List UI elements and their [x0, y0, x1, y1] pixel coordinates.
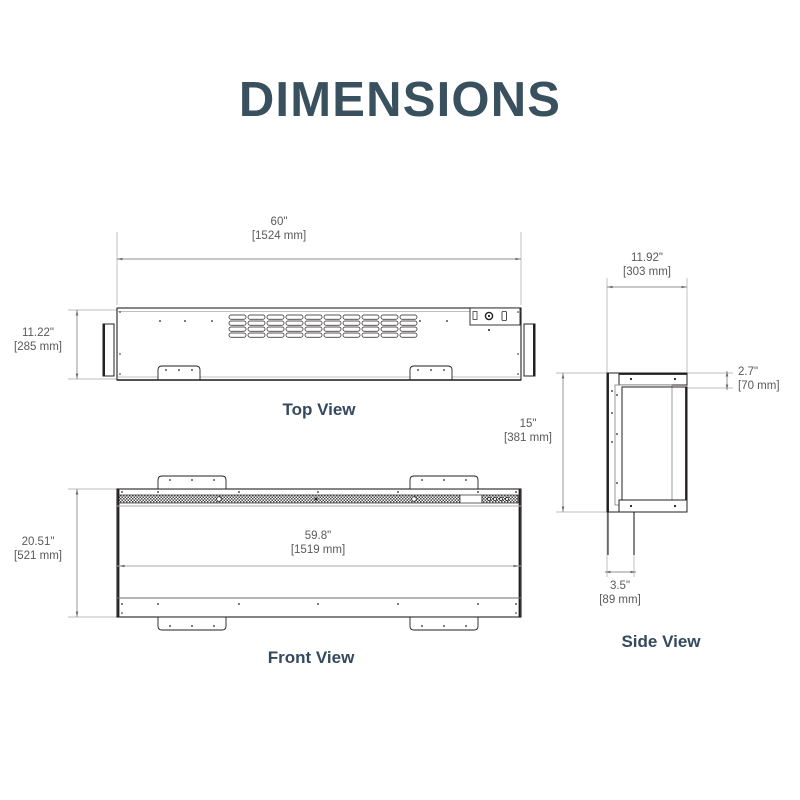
indicator-light-icon: [487, 497, 491, 501]
top-depth-inches: 11.22": [21, 327, 54, 339]
side-view-depth-dimension: [605, 512, 636, 577]
front-view-width-label: 59.8" [1519 mm]: [291, 530, 345, 557]
side-view-inner-outline: [614, 384, 673, 506]
view-label-front: Front View: [267, 648, 355, 667]
front-view-body-outline: [116, 488, 522, 618]
front-view-group: [68, 475, 522, 631]
side-depth-mm: [89 mm]: [599, 593, 641, 606]
front-view-bottom-brackets: [157, 616, 479, 631]
top-view-control-panel: [469, 307, 521, 331]
top-view-screw-dots: [119, 311, 519, 375]
side-view-lip-label: 2.7" [70 mm]: [738, 366, 780, 393]
front-view-ember-strip: [118, 494, 519, 504]
front-view-height-dimension: [68, 488, 124, 618]
front-height-mm: [521 mm]: [14, 549, 62, 562]
side-height-mm: [381 mm]: [504, 431, 552, 444]
top-view-depth-label: 11.22" [285 mm]: [14, 327, 62, 354]
front-view-top-brackets: [157, 475, 479, 490]
view-label-top: Top View: [282, 400, 356, 419]
indicator-light-icon: [499, 497, 503, 501]
side-view-screw-dots: [611, 390, 618, 484]
side-view-group: [556, 278, 733, 577]
top-width-mm: [1524 mm]: [251, 229, 307, 242]
front-height-inches: 20.51": [21, 536, 55, 548]
side-view-height-dimension: [556, 372, 612, 513]
side-view-width-label: 11.92" [303 mm]: [623, 252, 671, 279]
front-width-mm: [1519 mm]: [290, 543, 346, 556]
top-view-depth-dimension: [68, 309, 124, 380]
top-depth-mm: [285 mm]: [14, 340, 62, 353]
front-view-screw-dots: [121, 491, 517, 614]
front-view-height-label: 20.51" [521 mm]: [14, 536, 62, 563]
top-width-inches: 60": [270, 216, 288, 228]
side-view-lip-dimension: [687, 371, 733, 390]
top-view-width-dimension: [116, 232, 522, 305]
indicator-light-icon: [505, 497, 509, 501]
top-view-group: [68, 232, 536, 381]
indicator-light-icon: [493, 497, 497, 501]
side-lip-inches: 2.7": [738, 366, 759, 378]
side-width-mm: [303 mm]: [623, 265, 671, 278]
side-view-height-label: 15" [381 mm]: [504, 418, 552, 445]
top-view-mount-brackets: [157, 365, 453, 381]
side-view-depth-label: 3.5" [89 mm]: [599, 580, 641, 607]
side-view-bottom-bar: [618, 499, 688, 513]
front-width-inches: 59.8": [304, 530, 332, 542]
view-label-side: Side View: [621, 632, 701, 651]
control-switch-icon: [501, 311, 507, 321]
page-title: DIMENSIONS: [238, 73, 562, 127]
top-view-vent-grille: [228, 314, 418, 338]
side-view-width-dimension: [606, 278, 688, 388]
side-width-inches: 11.92": [630, 252, 663, 264]
side-height-inches: 15": [519, 418, 537, 430]
top-view-width-label: 60" [1524 mm]: [252, 216, 306, 243]
side-depth-inches: 3.5": [609, 580, 631, 592]
side-lip-mm: [70 mm]: [738, 379, 780, 392]
